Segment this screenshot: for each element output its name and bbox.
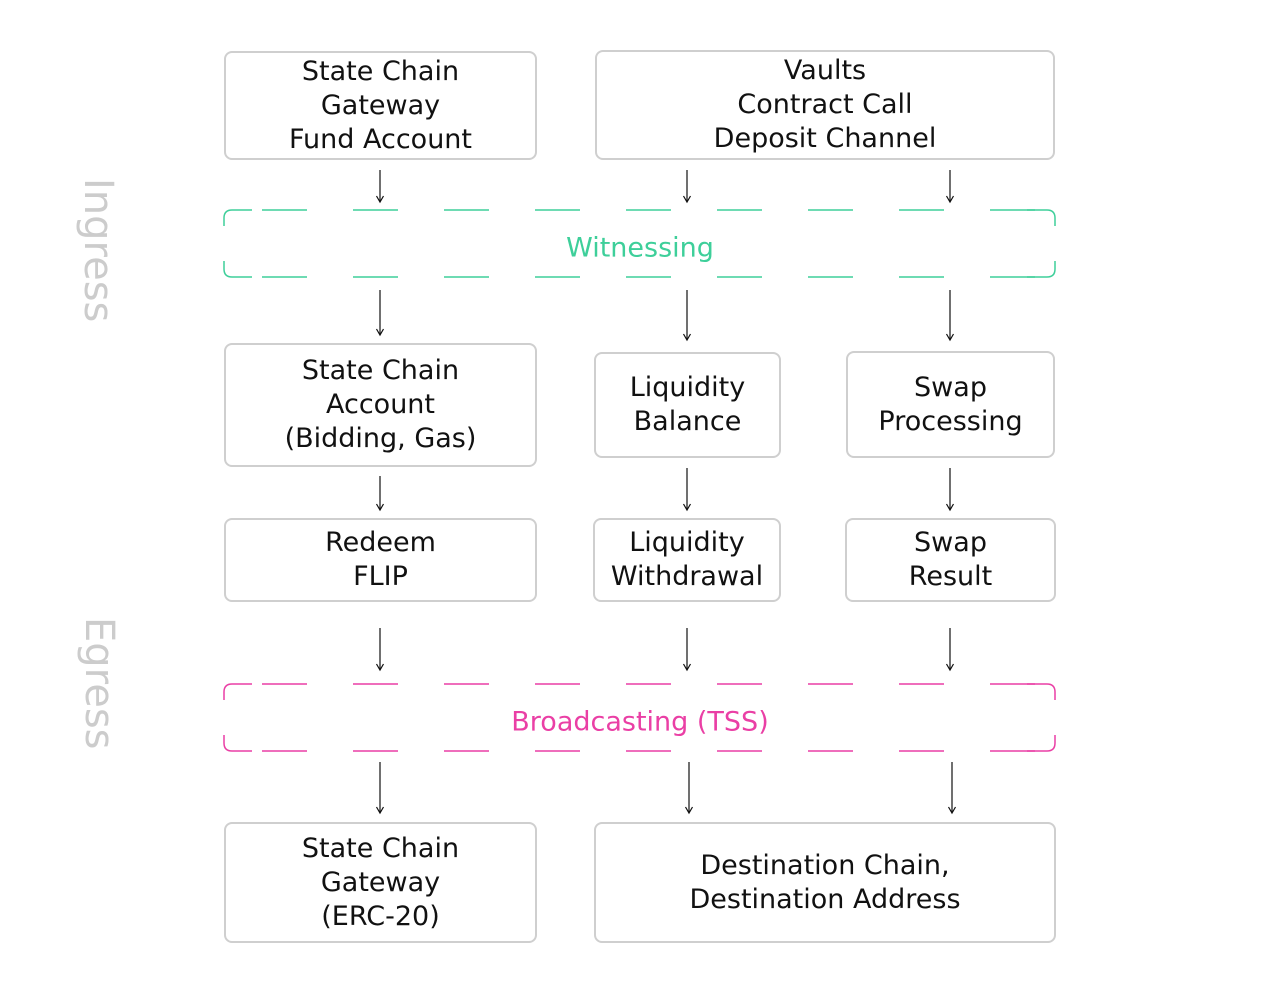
box-text-line: State Chain <box>301 355 460 386</box>
arrow-head <box>947 806 957 815</box>
flow-arrow <box>375 762 385 815</box>
broadcasting-band-corner-br <box>1027 735 1056 752</box>
arrow-head <box>682 503 692 512</box>
flow-arrow <box>682 468 692 512</box>
arrow-head <box>375 806 385 815</box>
flow-arrow <box>682 290 692 342</box>
box-text-line: Gateway <box>320 866 441 898</box>
arrow-head <box>375 328 385 337</box>
box-text-line: State Chain <box>301 55 460 87</box>
flow-arrow <box>375 290 385 337</box>
flow-arrow <box>684 762 694 815</box>
broadcasting-band <box>223 683 1056 752</box>
box-text-line: Swap <box>914 371 987 403</box>
arrow-head <box>682 333 692 342</box>
box-text-line: Vaults <box>783 55 867 86</box>
box-text-line: Result <box>908 561 993 592</box>
box-text-line: Contract Call <box>737 89 913 120</box>
box-text-line: Account <box>325 389 435 420</box>
box-text-line: Withdrawal <box>610 561 764 592</box>
arrow-head <box>945 195 955 204</box>
flow-arrow <box>375 170 385 204</box>
box-text-line: Fund Account <box>288 123 472 155</box>
box-text-line: Liquidity <box>629 372 746 403</box>
flow-arrow <box>945 628 955 672</box>
witnessing-band-corner-tr <box>1027 209 1056 226</box>
witnessing-band-corner-tl <box>223 209 252 226</box>
destination-box: Destination Chain,Destination Address <box>594 822 1056 943</box>
broadcasting-band-corner-bl <box>223 735 252 752</box>
flow-arrow <box>947 762 957 815</box>
broadcasting-label: Broadcasting (TSS) <box>511 706 769 738</box>
arrow-head <box>945 333 955 342</box>
flow-arrow <box>945 468 955 512</box>
flow-arrow <box>945 170 955 204</box>
ingress-label: Ingress <box>75 178 121 323</box>
arrow-head <box>375 195 385 204</box>
box-text-line: (Bidding, Gas) <box>284 423 477 454</box>
flow-arrow <box>375 476 385 512</box>
arrow-head <box>684 806 694 815</box>
arrow-head <box>682 663 692 672</box>
flow-arrow <box>945 290 955 342</box>
flow-arrow <box>682 170 692 204</box>
arrow-head <box>375 503 385 512</box>
witnessing-label: Witnessing <box>566 232 714 264</box>
witnessing-band-corner-br <box>1027 261 1056 278</box>
flow-arrow <box>682 628 692 672</box>
box-text-line: Gateway <box>320 89 441 121</box>
box-text-line: Balance <box>633 406 742 437</box>
box-text-line: (ERC-20) <box>321 900 440 932</box>
box-text-line: Redeem <box>325 527 436 558</box>
box-text-line: Processing <box>878 405 1023 437</box>
arrow-head <box>945 663 955 672</box>
flow-arrow <box>375 628 385 672</box>
box-text-line: State Chain <box>301 832 460 864</box>
witnessing-band-corner-bl <box>223 261 252 278</box>
witnessing-band <box>223 209 1056 278</box>
box-text-line: Destination Chain, <box>700 849 950 881</box>
box-text-line: Liquidity <box>629 527 745 558</box>
box-text-line: Deposit Channel <box>713 123 937 154</box>
box-text-line: FLIP <box>353 561 408 592</box>
egress-label: Egress <box>76 617 122 750</box>
box-text-line: Swap <box>914 527 987 558</box>
box-text-line: Destination Address <box>689 883 961 915</box>
arrow-head <box>682 195 692 204</box>
broadcasting-band-corner-tr <box>1027 683 1056 700</box>
arrow-head <box>375 663 385 672</box>
arrow-head <box>945 503 955 512</box>
broadcasting-band-corner-tl <box>223 683 252 700</box>
